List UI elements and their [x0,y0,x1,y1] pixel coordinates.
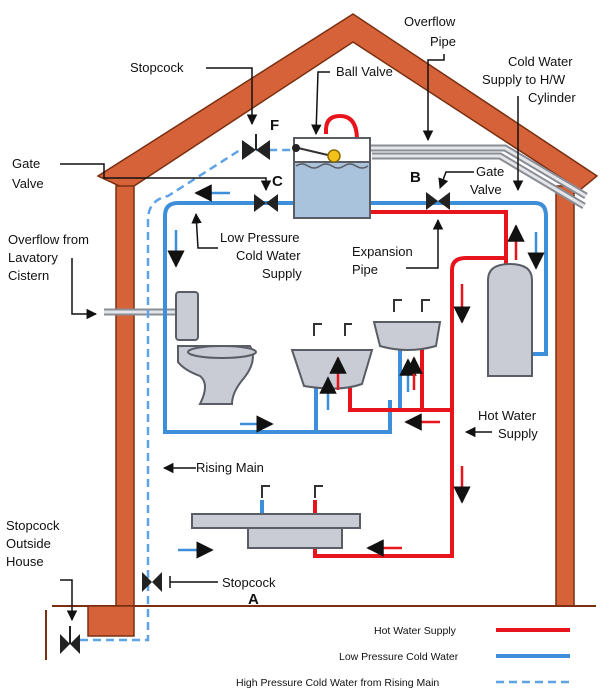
label-stopcock-a: Stopcock [222,575,276,590]
label-gate-valve-left-2: Valve [12,176,44,191]
kitchen-sink [191,485,361,549]
label-stopcock-top: Stopcock [130,60,184,75]
label-overflow-lav-3: Cistern [8,268,49,283]
label-expansion-2: Pipe [352,262,378,277]
rising-main-pipe [80,148,300,642]
label-overflow-pipe-2: Pipe [430,34,456,49]
label-cold-supply-1: Cold Water [508,54,573,69]
label-cold-supply-2: Supply to H/W [482,72,566,87]
wash-basin [372,299,442,351]
gate-valve-b [426,192,450,210]
legend-label-hot: Hot Water Supply [374,625,457,637]
label-overflow-pipe-1: Overflow [404,14,456,29]
marker-b: B [410,169,421,186]
legend: Hot Water Supply Low Pressure Cold Water… [236,625,570,689]
toilet [175,291,257,405]
flow-arrows [167,184,545,559]
label-ball-valve: Ball Valve [336,64,393,79]
label-hot-supply-1: Hot Water [478,408,537,423]
bath [290,323,374,390]
label-gate-valve-right-2: Valve [470,182,502,197]
label-cold-supply-3: Cylinder [528,90,576,105]
label-low-pressure-2: Cold Water [236,248,301,263]
stopcock-outside-valve [60,626,80,654]
stopcock-a-valve [142,572,162,592]
overflow-pipe [370,144,588,210]
label-stopcock-outside-2: Outside [6,536,51,551]
label-expansion-1: Expansion [352,244,413,259]
label-stopcock-outside-3: House [6,554,44,569]
label-overflow-lav-1: Overflow from [8,232,89,247]
label-low-pressure-3: Supply [262,266,302,281]
legend-label-cold: Low Pressure Cold Water [339,651,459,663]
cold-water-cistern [292,137,371,219]
marker-f: F [270,117,279,134]
legend-label-rising: High Pressure Cold Water from Rising Mai… [236,677,439,689]
label-low-pressure-1: Low Pressure [220,230,299,245]
label-hot-supply-2: Supply [498,426,538,441]
label-overflow-lav-2: Lavatory [8,250,58,265]
label-gate-valve-right-1: Gate [476,164,504,179]
leader-lines [60,54,524,622]
marker-a: A [248,591,259,608]
hot-water-cylinder [487,262,533,377]
marker-c: C [272,173,283,190]
label-rising-main: Rising Main [196,460,264,475]
ball-float-icon [327,149,341,163]
label-gate-valve-left-1: Gate [12,156,40,171]
stopcock-f-valve [242,134,270,160]
label-stopcock-outside-1: Stopcock [6,518,60,533]
house-outline [45,13,599,660]
gate-valve-c [254,194,278,212]
